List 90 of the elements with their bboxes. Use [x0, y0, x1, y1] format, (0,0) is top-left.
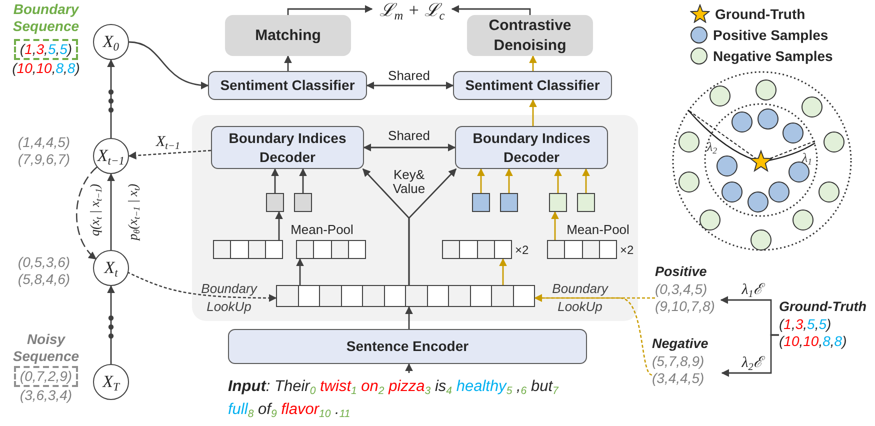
- pooled-vector: [500, 193, 518, 212]
- edge-label: Mean-Pool: [290, 223, 354, 237]
- arrow: [128, 41, 209, 89]
- arrow: [405, 306, 413, 329]
- sequence-heading: Boundary Sequence: [12, 1, 80, 35]
- lambda-label: λ$_{2}$: [707, 139, 718, 155]
- state-circle: X$_{0}$: [93, 24, 129, 60]
- arrow: [107, 173, 115, 250]
- arrow: [582, 168, 590, 193]
- module-box: Sentiment Classifier: [208, 71, 367, 100]
- pooled-vector: [577, 193, 595, 212]
- arrow: [405, 363, 413, 373]
- edge-label: Boundary LookUp: [200, 280, 258, 316]
- module-box: Boundary Indices Decoder: [211, 126, 364, 169]
- arrow: [505, 168, 513, 193]
- embedding-bar: [547, 240, 617, 259]
- index-tuple: (5,7,8,9): [652, 353, 704, 370]
- pooled-vector: [549, 193, 567, 212]
- loss-formula: ℒ$_{m}$ + ℒ$_{c}$: [372, 0, 452, 20]
- arrow: [107, 285, 115, 364]
- legend-label: Ground-Truth: [715, 6, 806, 22]
- index-tuple: (3,4,4,5): [652, 370, 704, 387]
- sample-heading: Negative: [652, 335, 708, 353]
- lambda-label: λ$_{1}$: [802, 150, 812, 166]
- arrow: [126, 271, 277, 302]
- index-tuple: (0,5,3,6): [18, 254, 70, 271]
- embedding-bar: [442, 240, 512, 259]
- arrow: [554, 168, 562, 193]
- arrow: [499, 258, 507, 285]
- multiplier-label: ×2: [620, 242, 634, 258]
- arrow: [534, 294, 652, 376]
- arrow: [275, 211, 283, 240]
- objective-box: Matching: [225, 15, 351, 56]
- edge-label: X$_{t−1}$: [154, 133, 181, 151]
- arrow: [451, 5, 531, 15]
- index-tuple: (0,3,4,5): [655, 281, 708, 298]
- pooled-vector: [266, 193, 284, 212]
- state-circle: X$_{t−1}$: [93, 138, 129, 174]
- index-tuple: (9,10,7,8): [655, 298, 715, 315]
- multiplier-label: ×2: [515, 242, 529, 258]
- index-tuple: (1,4,4,5): [18, 134, 70, 151]
- state-circle: X$_{t}$: [93, 250, 129, 286]
- index-tuple: (10,10,8,8): [779, 333, 847, 350]
- arrow: [299, 168, 307, 193]
- module-box: Sentence Encoder: [228, 329, 587, 364]
- arrow: [721, 334, 779, 377]
- legend-label: Negative Samples: [713, 48, 833, 64]
- module-panel: [192, 115, 638, 321]
- edge-label: Shared: [387, 129, 431, 143]
- arrow: [529, 55, 537, 71]
- pooled-vector: [294, 193, 312, 212]
- index-tuple: (1,3,5,5): [779, 316, 832, 333]
- edge-label: Shared: [387, 69, 431, 83]
- edge-label: Boundary LookUp: [551, 280, 610, 316]
- edge-label: Key& Value: [392, 168, 426, 196]
- index-tuple: (10,10,8,8): [12, 60, 80, 77]
- arrow: [284, 55, 292, 71]
- arrow: [408, 168, 457, 285]
- embedding-bar: [276, 285, 535, 307]
- index-tuple: (5,8,4,6): [18, 271, 70, 288]
- arrow: [76, 166, 98, 260]
- module-box: Sentiment Classifier: [453, 71, 612, 100]
- pooled-vector: [472, 193, 490, 212]
- arrow: [296, 258, 304, 285]
- index-tuple: (3,6,3,4): [20, 387, 72, 404]
- double-arrow: [363, 144, 456, 152]
- objective-box: Contrastive Denoising: [467, 15, 593, 56]
- edge-label: Mean-Pool: [566, 223, 630, 237]
- index-tuple: (0,7,2,9): [14, 366, 78, 387]
- sequence-heading: Noisy Sequence: [12, 331, 80, 365]
- sample-heading: Positive: [655, 263, 707, 281]
- embedding-bar: [296, 240, 366, 259]
- module-box: Boundary Indices Decoder: [455, 126, 608, 169]
- arrow: [477, 168, 485, 193]
- arrow: [107, 59, 115, 138]
- input-sentence: Input: Their$_{0}$ twist$_{1}$ on$_{2}$ pizza$_{3}$ is$_{4}$ healthy$_{5}$ ,$_{6}$ but$_{7}$ full$_{8}$ of$_{9}$ flavor$_{10}$ .$_{11}$: [228, 373, 573, 423]
- arrow: [128, 150, 212, 160]
- sample-heading: Ground-Truth: [779, 298, 866, 316]
- edge-label: λ$_{1}$ℰ: [730, 281, 774, 299]
- double-arrow: [366, 82, 454, 90]
- legend-label: Positive Samples: [713, 26, 828, 42]
- arrow: [271, 168, 279, 193]
- arrow: [529, 99, 537, 126]
- index-tuple: (1,3,5,5): [14, 39, 78, 60]
- embedding-bar: [213, 240, 283, 259]
- arrow: [287, 5, 373, 15]
- state-circle: X$_{T}$: [93, 364, 129, 400]
- index-tuple: (7,9,6,7): [18, 151, 70, 168]
- edge-label: λ$_{2}$ℰ: [730, 354, 774, 372]
- arrow: [551, 211, 559, 240]
